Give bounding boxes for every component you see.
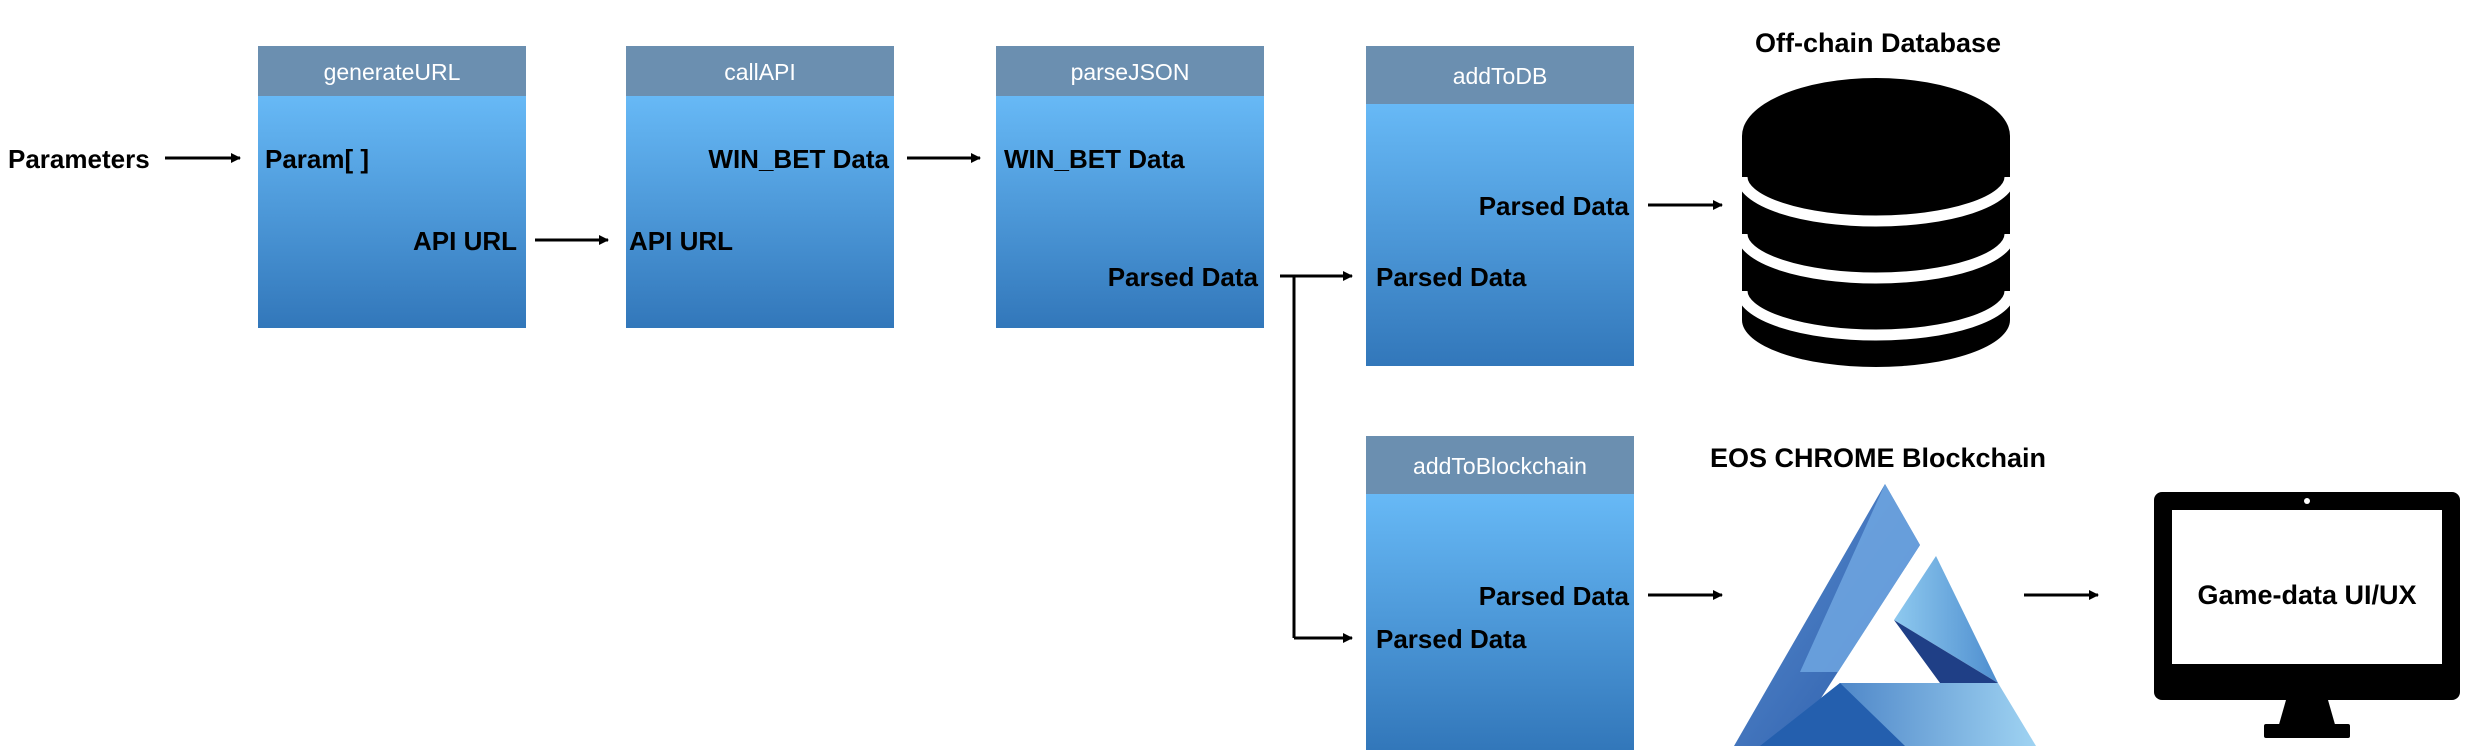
addtodb-body xyxy=(1366,104,1634,366)
parsejson-title: parseJSON xyxy=(1071,59,1190,85)
database-label: Off-chain Database xyxy=(1755,28,2001,58)
parsejson-body xyxy=(996,96,1264,328)
callapi-output-label: WIN_BET Data xyxy=(708,144,889,174)
monitor-icon xyxy=(2154,492,2460,738)
node-generateurl: generateURL Param[ ] API URL xyxy=(258,46,526,328)
generateurl-body xyxy=(258,96,526,328)
node-parsejson: parseJSON WIN_BET Data Parsed Data xyxy=(996,46,1264,328)
generateurl-header xyxy=(258,46,526,96)
callapi-title: callAPI xyxy=(724,59,796,85)
parsejson-header xyxy=(996,46,1264,96)
addtoblockchain-input-label: Parsed Data xyxy=(1376,624,1527,654)
parsejson-output-label: Parsed Data xyxy=(1108,262,1259,292)
generateurl-title: generateURL xyxy=(324,59,461,85)
callapi-header xyxy=(626,46,894,96)
offchain-database: Off-chain Database xyxy=(1736,28,2016,367)
generateurl-output-label: API URL xyxy=(413,226,517,256)
parsejson-input-label: WIN_BET Data xyxy=(1004,144,1185,174)
addtoblockchain-title: addToBlockchain xyxy=(1413,453,1587,479)
node-addtoblockchain: addToBlockchain Parsed Data Parsed Data xyxy=(1366,436,1634,750)
addtodb-input-label: Parsed Data xyxy=(1376,262,1527,292)
addtoblockchain-body xyxy=(1366,494,1634,750)
parameters-label: Parameters xyxy=(8,144,150,174)
monitor-screen-label: Game-data UI/UX xyxy=(2197,580,2416,610)
addtoblockchain-output-label: Parsed Data xyxy=(1479,581,1630,611)
addtoblockchain-header xyxy=(1366,436,1634,494)
addtodb-output-label: Parsed Data xyxy=(1479,191,1630,221)
node-addtodb: addToDB Parsed Data Parsed Data xyxy=(1366,46,1634,366)
addtodb-title: addToDB xyxy=(1453,63,1548,89)
database-icon xyxy=(1736,78,2016,367)
callapi-body xyxy=(626,96,894,328)
eos-blockchain: EOS CHROME Blockchain xyxy=(1710,443,2046,746)
blockchain-label: EOS CHROME Blockchain xyxy=(1710,443,2046,473)
callapi-input-label: API URL xyxy=(629,226,733,256)
generateurl-input-label: Param[ ] xyxy=(265,144,369,174)
eos-chrome-logo xyxy=(1734,484,2036,746)
monitor: Game-data UI/UX xyxy=(2154,492,2460,738)
addtodb-header xyxy=(1366,46,1634,104)
node-callapi: callAPI API URL WIN_BET Data xyxy=(626,46,894,328)
branch-connector xyxy=(1280,271,1353,643)
